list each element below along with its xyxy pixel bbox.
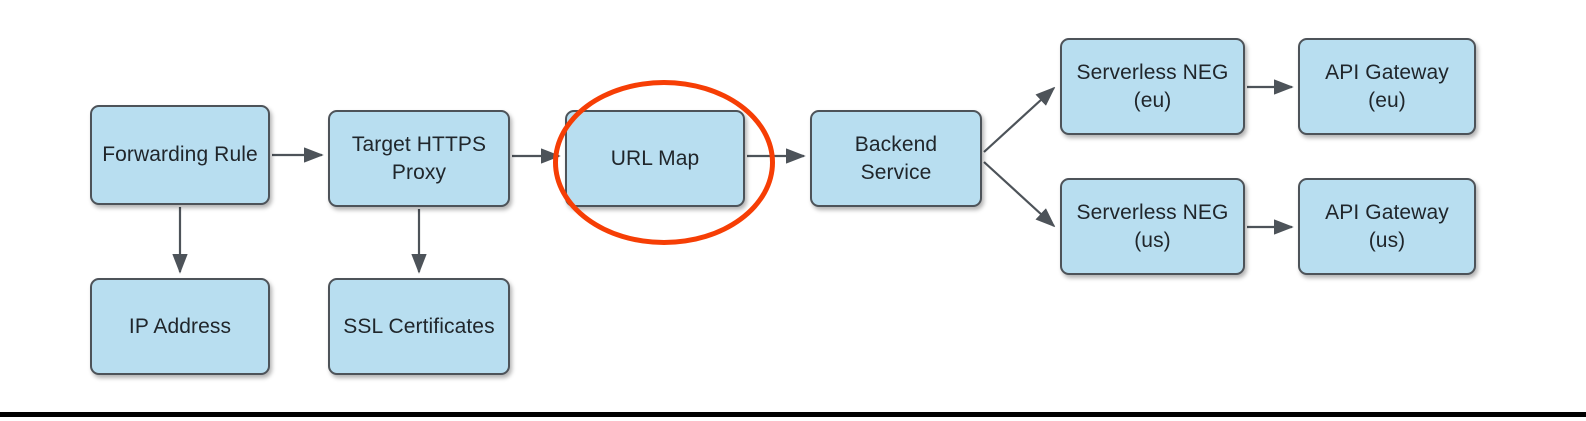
node-label-api-gateway-us: API Gateway (us)	[1325, 200, 1449, 252]
edge-backend-to-neg-us	[983, 161, 1056, 228]
node-label-forwarding-rule: Forwarding Rule	[102, 143, 258, 167]
edges-group	[172, 79, 1294, 274]
node-backend-service[interactable]: Backend Service	[810, 110, 982, 207]
edge-backend-to-neg-eu	[983, 86, 1056, 153]
node-ip-address[interactable]: IP Address	[90, 278, 270, 375]
node-label-backend-service: Backend Service	[854, 132, 938, 184]
node-label-target-https-proxy: Target HTTPS Proxy	[351, 132, 487, 184]
node-label-url-map: URL Map	[610, 146, 700, 170]
node-serverless-neg-eu[interactable]: Serverless NEG (eu)	[1060, 38, 1245, 135]
node-ssl-certificates[interactable]: SSL Certificates	[328, 278, 510, 375]
node-serverless-neg-us[interactable]: Serverless NEG (us)	[1060, 178, 1245, 275]
node-label-api-gateway-eu: API Gateway (eu)	[1325, 60, 1449, 112]
node-api-gateway-us[interactable]: API Gateway (us)	[1298, 178, 1476, 275]
node-url-map[interactable]: URL Map	[565, 110, 745, 207]
node-label-ssl-certificates: SSL Certificates	[343, 314, 495, 338]
node-api-gateway-eu[interactable]: API Gateway (eu)	[1298, 38, 1476, 135]
node-label-serverless-neg-eu: Serverless NEG (eu)	[1076, 60, 1229, 112]
node-target-https-proxy[interactable]: Target HTTPS Proxy	[328, 110, 510, 207]
node-forwarding-rule[interactable]: Forwarding Rule	[90, 105, 270, 205]
node-label-serverless-neg-us: Serverless NEG (us)	[1076, 200, 1229, 252]
bottom-divider	[0, 412, 1586, 417]
node-label-ip-address: IP Address	[128, 314, 232, 338]
